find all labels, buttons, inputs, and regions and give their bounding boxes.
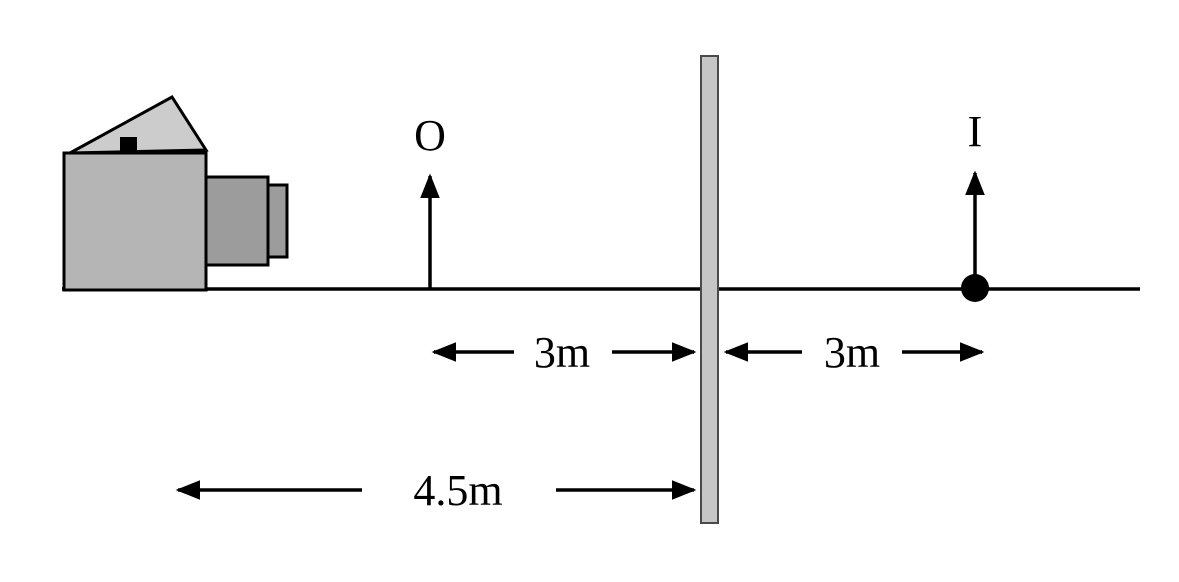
camera-body <box>62 151 208 292</box>
camera-knob <box>120 137 137 154</box>
camera-icon <box>62 95 289 292</box>
dim-camera-to-mirror: 4.5m <box>175 466 697 515</box>
dim-label-object-to-mirror: 3m <box>534 328 590 377</box>
dim-object-to-mirror: 3m <box>431 328 697 377</box>
dim-label-mirror-to-image: 3m <box>824 328 880 377</box>
camera-lens-barrel <box>204 175 270 267</box>
dim-label-camera-to-mirror: 4.5m <box>413 466 502 515</box>
dim-mirror-to-image: 3m <box>723 328 985 377</box>
plane-mirror <box>700 55 719 524</box>
camera-lens-front <box>266 183 289 259</box>
image-arrow-group: I <box>961 107 989 302</box>
object-label: O <box>414 111 446 160</box>
image-base-dot <box>961 274 989 302</box>
object-arrow-group: O <box>414 111 446 288</box>
image-label: I <box>968 107 983 156</box>
camera-top-prism <box>69 95 209 155</box>
